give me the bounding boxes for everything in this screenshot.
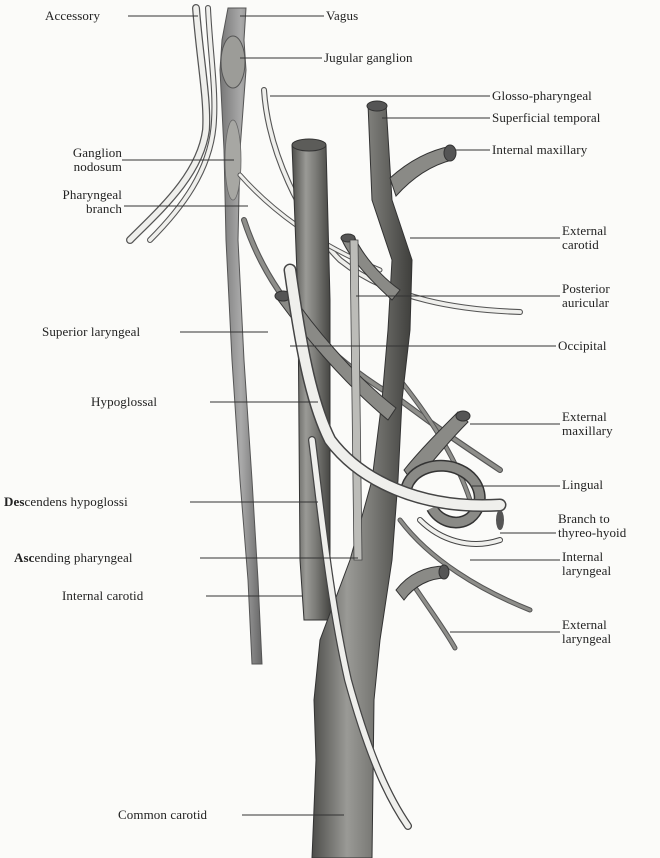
label-pharyngeal-branch: Pharyngeal branch — [38, 188, 122, 216]
label-vagus: Vagus — [326, 8, 358, 23]
label-ascending-pharyngeal-bold: Asc — [14, 550, 35, 565]
label-external-maxillary-line1: External — [562, 410, 613, 424]
label-occipital: Occipital — [558, 338, 607, 353]
label-posterior-auricular: Posterior auricular — [562, 282, 610, 310]
vagus-nerve — [220, 8, 262, 664]
label-internal-laryngeal: Internal laryngeal — [562, 550, 611, 578]
label-branch-to-thyreo-hyoid: Branch to thyreo-hyoid — [558, 512, 626, 540]
label-descendens-hypoglossi-bold: Des — [4, 494, 25, 509]
label-internal-maxillary: Internal maxillary — [492, 142, 587, 157]
label-external-maxillary-line2: maxillary — [562, 424, 613, 438]
label-descendens-hypoglossi: Descendens hypoglossi — [4, 494, 128, 509]
label-internal-carotid: Internal carotid — [62, 588, 143, 603]
accessory-nerve — [130, 8, 214, 240]
label-ascending-pharyngeal-rest: ending pharyngeal — [35, 550, 133, 565]
label-ganglion-nodosum: Ganglion nodosum — [54, 146, 122, 174]
label-glosso-pharyngeal: Glosso-pharyngeal — [492, 88, 592, 103]
label-external-maxillary: External maxillary — [562, 410, 613, 438]
label-external-laryngeal-line1: External — [562, 618, 611, 632]
label-branch-to-thyreo-hyoid-line1: Branch to — [558, 512, 626, 526]
label-internal-laryngeal-line1: Internal — [562, 550, 611, 564]
label-external-carotid-line1: External — [562, 224, 607, 238]
label-accessory: Accessory — [45, 8, 100, 23]
label-ganglion-nodosum-line2: nodosum — [54, 160, 122, 174]
label-branch-to-thyreo-hyoid-line2: thyreo-hyoid — [558, 526, 626, 540]
label-superior-laryngeal: Superior laryngeal — [42, 324, 140, 339]
label-posterior-auricular-line2: auricular — [562, 296, 610, 310]
label-hypoglossal: Hypoglossal — [91, 394, 157, 409]
label-ascending-pharyngeal: Ascending pharyngeal — [14, 550, 133, 565]
label-external-laryngeal-line2: laryngeal — [562, 632, 611, 646]
label-lingual: Lingual — [562, 477, 603, 492]
label-superficial-temporal: Superficial temporal — [492, 110, 601, 125]
label-ganglion-nodosum-line1: Ganglion — [54, 146, 122, 160]
label-pharyngeal-branch-line2: branch — [38, 202, 122, 216]
label-external-laryngeal: External laryngeal — [562, 618, 611, 646]
label-external-carotid: External carotid — [562, 224, 607, 252]
label-descendens-hypoglossi-rest: cendens hypoglossi — [25, 494, 128, 509]
label-common-carotid: Common carotid — [118, 807, 207, 822]
label-posterior-auricular-line1: Posterior — [562, 282, 610, 296]
label-internal-laryngeal-line2: laryngeal — [562, 564, 611, 578]
label-jugular-ganglion: Jugular ganglion — [324, 50, 413, 65]
jugular-ganglion-shape — [221, 36, 245, 88]
label-pharyngeal-branch-line1: Pharyngeal — [38, 188, 122, 202]
label-external-carotid-line2: carotid — [562, 238, 607, 252]
